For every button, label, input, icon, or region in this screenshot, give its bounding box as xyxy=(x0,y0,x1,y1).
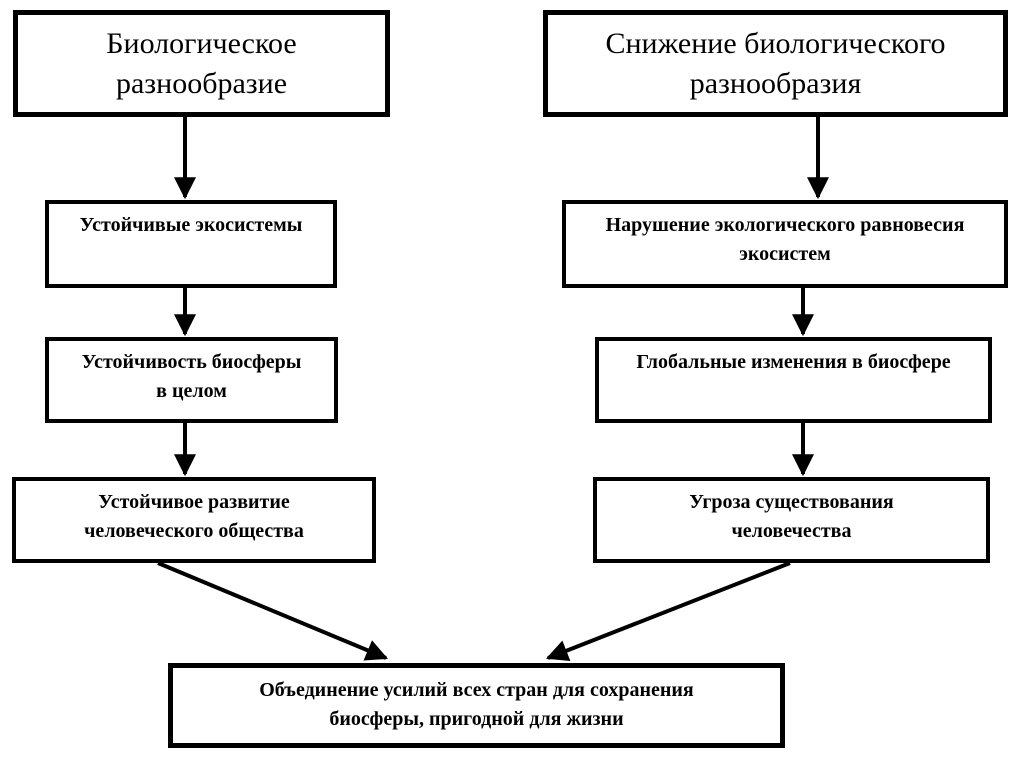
box-biological-diversity: Биологическое разнообразие xyxy=(13,10,390,117)
box-global-biosphere-changes: Глобальные изменения в биосфере xyxy=(595,337,992,423)
box-biosphere-stability: Устойчивость биосферы в целом xyxy=(45,337,338,423)
arrow-left-3-to-bottom xyxy=(157,561,389,661)
box-threat-to-humanity: Угроза существования человечества xyxy=(593,477,990,563)
box-sustainable-society-development-label: Устойчивое развитие человеческого общест… xyxy=(84,491,304,542)
box-global-biosphere-changes-label: Глобальные изменения в биосфере xyxy=(636,351,951,373)
arrow-right-3-to-bottom xyxy=(545,561,791,662)
box-biosphere-stability-label: Устойчивость биосферы в целом xyxy=(81,351,302,402)
box-unite-all-countries: Объединение усилий всех стран для сохран… xyxy=(168,663,785,748)
box-threat-to-humanity-label: Угроза существования человечества xyxy=(689,491,894,542)
box-diversity-decline-label: Снижение биологического разнообразия xyxy=(605,26,946,100)
box-ecological-balance-disruption-label: Нарушение экологического равновесия экос… xyxy=(605,214,965,265)
box-ecological-balance-disruption: Нарушение экологического равновесия экос… xyxy=(562,200,1008,288)
box-unite-all-countries-label: Объединение усилий всех стран для сохран… xyxy=(259,679,694,730)
box-sustainable-society-development: Устойчивое развитие человеческого общест… xyxy=(12,477,376,563)
box-diversity-decline: Снижение биологического разнообразия xyxy=(543,10,1008,117)
box-biological-diversity-label: Биологическое разнообразие xyxy=(106,26,297,100)
box-stable-ecosystems-label: Устойчивые экосистемы xyxy=(79,214,303,236)
box-stable-ecosystems: Устойчивые экосистемы xyxy=(45,200,337,288)
